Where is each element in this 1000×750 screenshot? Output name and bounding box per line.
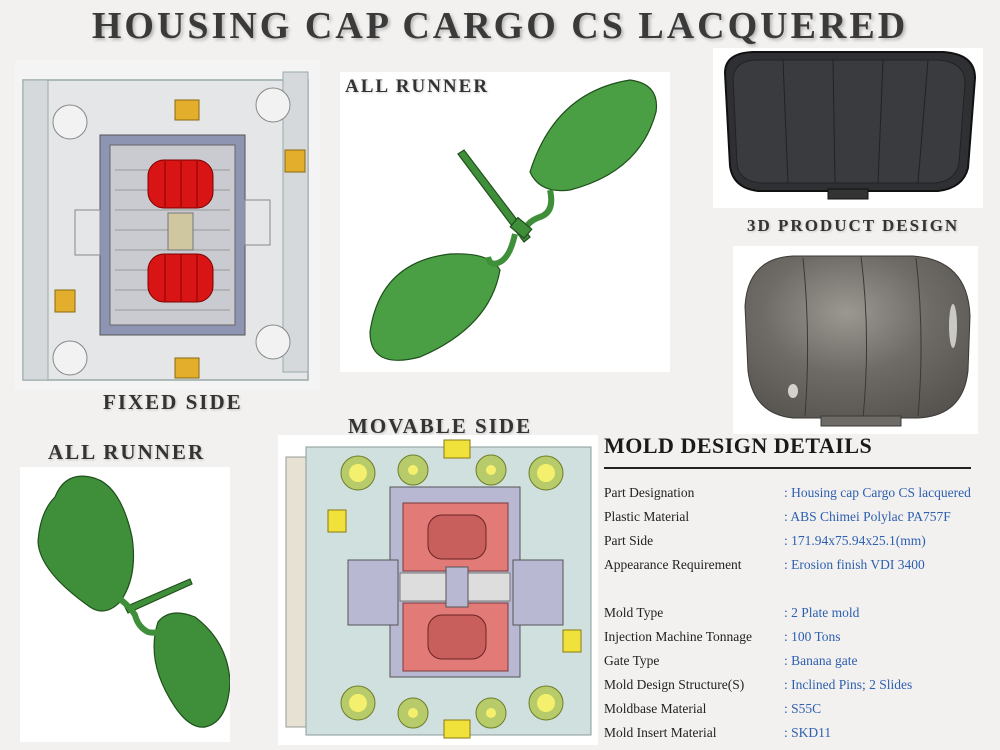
fixed-side-mold-render	[22, 71, 309, 381]
detail-value: : SKD11	[784, 725, 832, 740]
detail-row: Gate Type : Banana gate	[604, 649, 974, 673]
detail-key: Gate Type	[604, 653, 660, 668]
all-runner-bottom-image	[20, 467, 230, 742]
product-back-image	[713, 48, 983, 208]
grey-product-front-render	[744, 255, 971, 427]
detail-key: Part Side	[604, 533, 654, 548]
detail-row: Injection Machine Tonnage : 100 Tons	[604, 625, 974, 649]
movable-side-image	[278, 435, 598, 745]
spacer	[604, 577, 974, 601]
detail-row: Moldbase Material : S55C	[604, 697, 974, 721]
details-group-part: Part Designation : Housing cap Cargo CS l…	[604, 481, 974, 577]
detail-key: Mold Type	[604, 605, 664, 620]
detail-value: : Housing cap Cargo CS lacquered	[784, 485, 971, 500]
details-heading: MOLD DESIGN DETAILS	[604, 433, 873, 458]
detail-row: Part Designation : Housing cap Cargo CS l…	[604, 481, 974, 505]
detail-key: Mold Design Structure(S)	[604, 677, 745, 692]
detail-row: Appearance Requirement : Erosion finish V…	[604, 553, 974, 577]
details-group-mold: Mold Type : 2 Plate mold Injection Machin…	[604, 601, 974, 745]
detail-value: : Inclined Pins; 2 Slides	[784, 677, 913, 692]
fixed-side-image	[15, 60, 320, 390]
detail-key: Moldbase Material	[604, 701, 707, 716]
all-runner-top-image	[340, 72, 670, 372]
dark-grey-product-back-render	[723, 51, 977, 200]
product-front-image	[733, 246, 978, 434]
detail-row: Mold Insert Material : SKD11	[604, 721, 974, 745]
heading-divider	[604, 467, 971, 469]
green-runner-render-alt	[37, 475, 230, 728]
movable-side-mold-render	[285, 439, 592, 739]
detail-key: Mold Insert Material	[604, 725, 717, 740]
detail-row: Part Side : 171.94x75.94x25.1(mm)	[604, 529, 974, 553]
detail-value: : Banana gate	[784, 653, 858, 668]
detail-key: Plastic Material	[604, 509, 690, 524]
all-runner-bottom-label: ALL RUNNER	[48, 440, 206, 464]
detail-value: : Erosion finish VDI 3400	[784, 557, 925, 572]
all-runner-top-label: ALL RUNNER	[345, 76, 490, 97]
page-title: HOUSING CAP CARGO CS LACQUERED	[91, 5, 909, 47]
mold-design-details: MOLD DESIGN DETAILS Part Designation : Ho…	[604, 433, 974, 745]
movable-side-label: MOVABLE SIDE	[348, 414, 533, 438]
detail-row: Plastic Material : ABS Chimei Polylac PA7…	[604, 505, 974, 529]
detail-key: Injection Machine Tonnage	[604, 629, 753, 644]
detail-key: Part Designation	[604, 485, 695, 500]
detail-value: : S55C	[784, 701, 822, 716]
detail-row: Mold Design Structure(S) : Inclined Pins;…	[604, 673, 974, 697]
detail-value: : ABS Chimei Polylac PA757F	[784, 509, 951, 524]
detail-key: Appearance Requirement	[604, 557, 742, 572]
detail-value: : 100 Tons	[784, 629, 841, 644]
detail-value: : 2 Plate mold	[784, 605, 860, 620]
green-runner-render	[369, 79, 658, 361]
fixed-side-label: FIXED SIDE	[103, 390, 243, 414]
detail-value: : 171.94x75.94x25.1(mm)	[784, 533, 926, 548]
detail-row: Mold Type : 2 Plate mold	[604, 601, 974, 625]
product-design-label: 3D PRODUCT DESIGN	[747, 216, 960, 235]
